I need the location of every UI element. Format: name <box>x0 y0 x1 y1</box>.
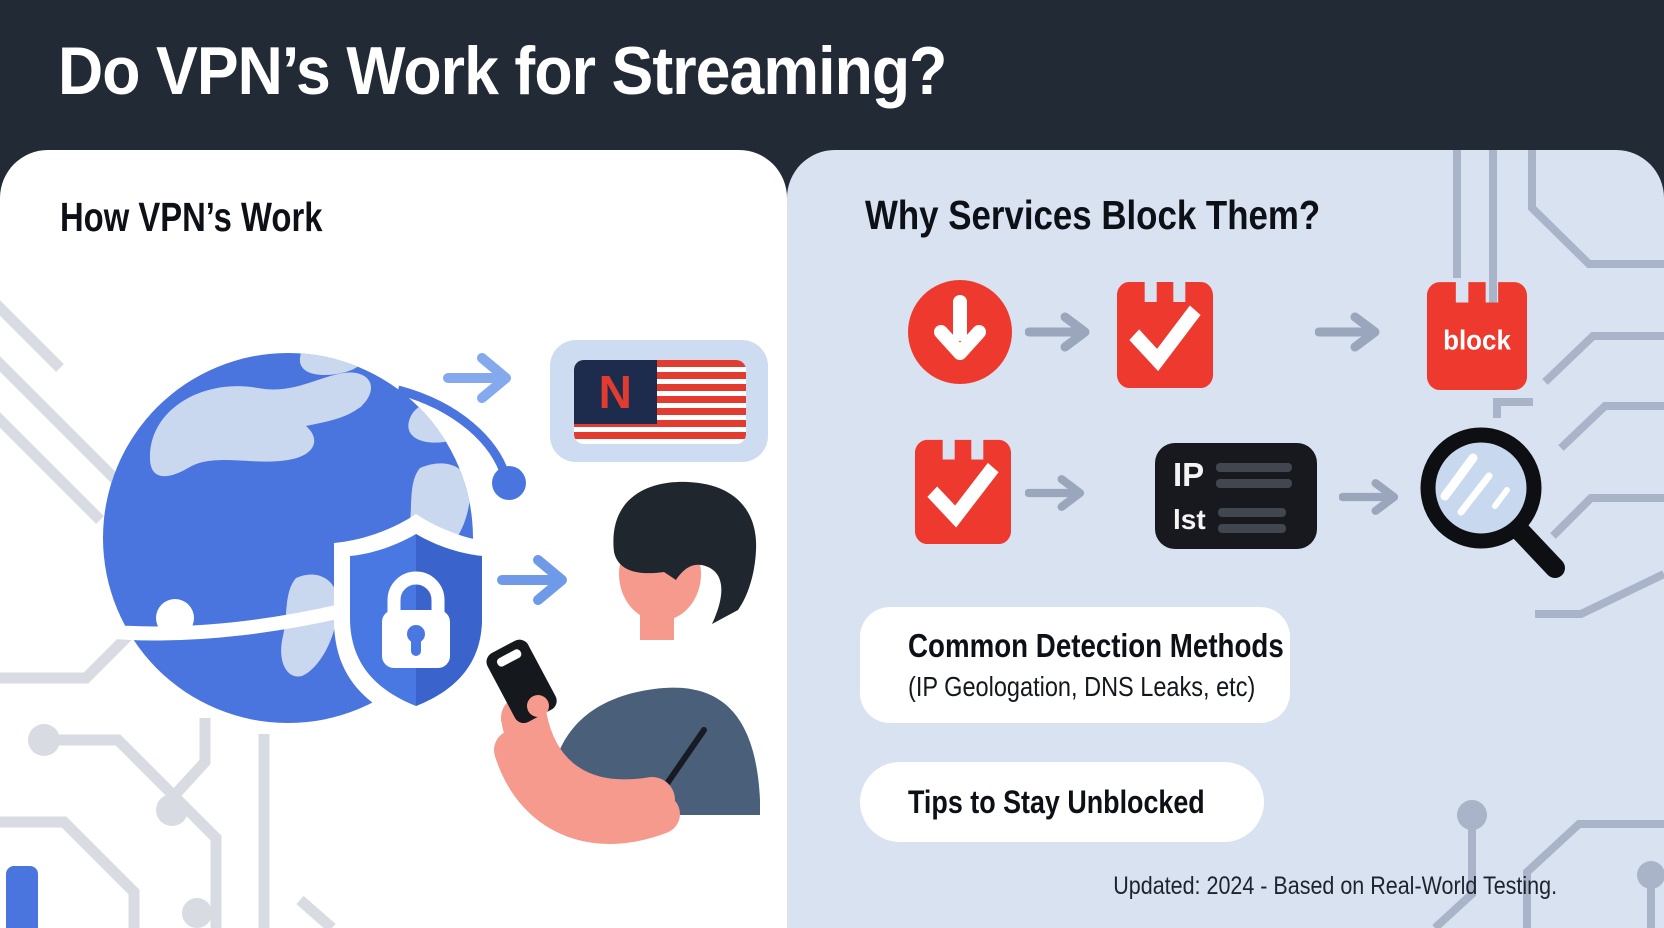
ip-list-lines <box>1217 507 1286 533</box>
arrow-right-icon <box>1025 475 1085 511</box>
shield-lock-icon <box>334 514 498 726</box>
orbit-arc-blue <box>396 385 511 480</box>
tips-box: Tips to Stay Unblocked <box>860 762 1264 842</box>
lock-shackle <box>387 571 445 614</box>
block-ticket-label: block <box>1443 325 1511 356</box>
circuit-nodes-left <box>28 724 212 928</box>
person-with-phone <box>486 481 760 844</box>
arrow-right-icon <box>497 555 567 605</box>
right-panel-heading: Why Services Block Them? <box>865 192 1321 238</box>
corner-accent-shape <box>6 866 38 928</box>
left-panel: How VPN’s Work <box>0 150 787 928</box>
vpn-detected-ticket-icon <box>915 439 1011 544</box>
right-panel: Why Services Block Them? block <box>787 150 1664 928</box>
page-title: Do VPN’s Work for Streaming? <box>58 33 947 109</box>
us-flag-stripes: N <box>574 360 746 444</box>
left-panel-heading: How VPN’s Work <box>60 194 323 240</box>
orbit-node <box>156 599 194 637</box>
magnifier-icon <box>1420 427 1565 578</box>
vpn-illustration <box>0 300 760 928</box>
flag-canton: N <box>574 360 657 424</box>
ip-list-icon: IP lst <box>1155 443 1317 549</box>
arrow-right-icon <box>1025 312 1090 352</box>
tips-box-label: Tips to Stay Unblocked <box>908 783 1205 820</box>
ip-list-label-1: IP <box>1173 456 1205 493</box>
orbit-node-blue <box>492 466 526 500</box>
arrow-right-icon <box>1315 312 1380 352</box>
detection-methods-subtitle: (IP Geologation, DNS Leaks, etc) <box>908 671 1256 702</box>
block-ticket-icon: block <box>1427 282 1527 390</box>
person-hair <box>613 481 757 624</box>
circuit-pattern-right-icon <box>1432 150 1664 928</box>
arrow-right-icon <box>1339 479 1399 515</box>
streaming-brand-letter: N <box>598 365 632 418</box>
ip-list-lines <box>1216 462 1293 488</box>
ip-list-label-2: lst <box>1173 504 1206 535</box>
detection-methods-title: Common Detection Methods <box>908 627 1284 664</box>
vpn-download-circle-icon <box>908 280 1012 384</box>
circuit-pattern-left-icon <box>0 300 336 928</box>
arrow-right-icon <box>443 353 511 403</box>
vpn-detected-ticket-icon <box>1117 282 1213 388</box>
footer-note: Updated: 2024 - Based on Real-World Test… <box>1113 872 1557 900</box>
streaming-service-flag-card: N <box>550 340 768 462</box>
detection-methods-box: Common Detection Methods (IP Geologation… <box>860 607 1290 723</box>
